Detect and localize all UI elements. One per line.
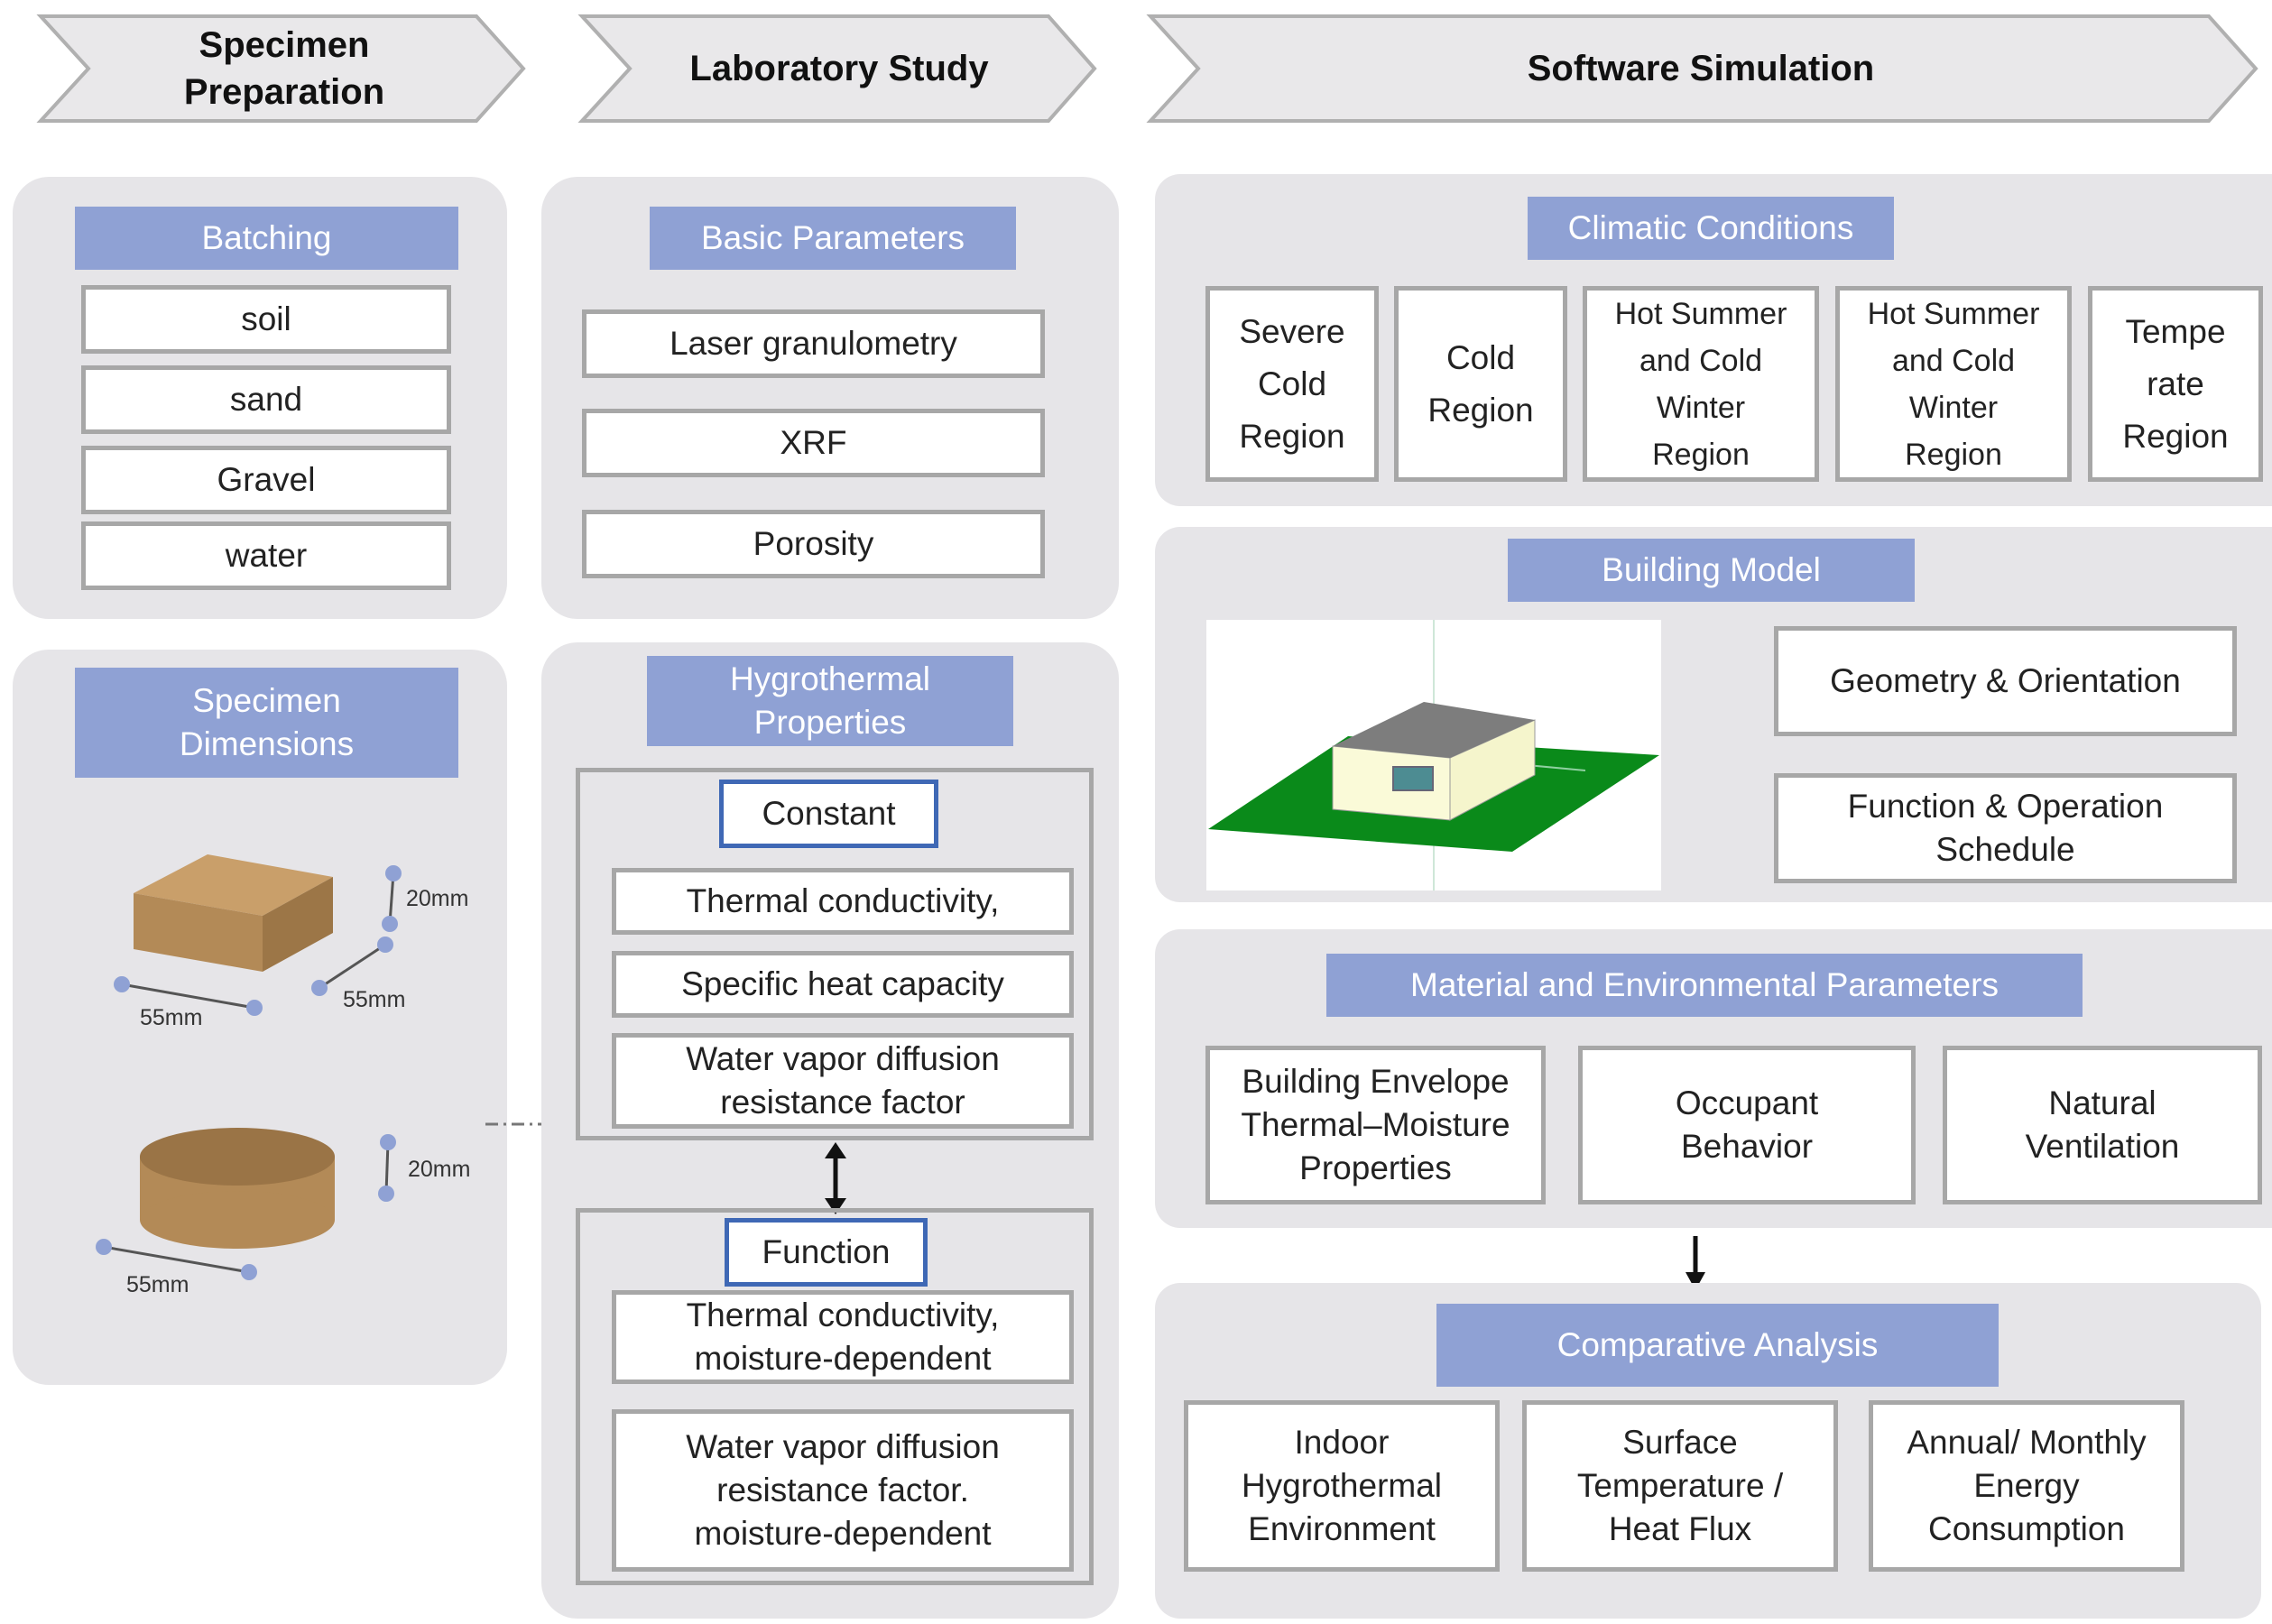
cylinder-height-dimension (378, 1134, 396, 1202)
block-width-dimension (311, 937, 393, 996)
building-window (1392, 766, 1434, 791)
climatic-temperate: Tempe rate Region (2088, 286, 2263, 482)
batching-item-water: water (81, 521, 451, 590)
specimen-illustrations (96, 854, 402, 1280)
block-height-dimension (382, 865, 402, 932)
batching-item-gravel: Gravel (81, 446, 451, 514)
chevron-preparation (36, 14, 526, 123)
stage-preparation-label: Specimen Preparation (183, 25, 385, 112)
function-frame (576, 1208, 1094, 1585)
comparative-indoor-hygrothermal: Indoor Hygrothermal Environment (1184, 1400, 1500, 1572)
block-length-label: 55mm (140, 1005, 203, 1030)
building-function-operation: Function & Operation Schedule (1774, 773, 2237, 883)
batching-item-soil: soil (81, 285, 451, 354)
function-label: Function (725, 1218, 928, 1287)
hygrothermal-header: Hygrothermal Properties (647, 656, 1013, 746)
constant-frame (576, 768, 1094, 1140)
comparative-energy-consumption: Annual/ Monthly Energy Consumption (1869, 1400, 2184, 1572)
function-item-vapor-diffusion: Water vapor diffusion resistance factor.… (612, 1409, 1074, 1572)
stage-chevrons (36, 14, 2258, 123)
building-roof (1333, 702, 1535, 758)
cylinder-diameter-dimension (96, 1239, 257, 1280)
block-width-label: 55mm (343, 987, 406, 1012)
climatic-hscw-2: Hot Summer and Cold Winter Region (1835, 286, 2072, 482)
material-natural-ventilation: Natural Ventilation (1943, 1046, 2262, 1204)
material-env-header: Material and Environmental Parameters (1326, 954, 2083, 1017)
building-model-image (1206, 620, 1661, 890)
climatic-cold: Cold Region (1394, 286, 1567, 482)
chevron-laboratory (577, 14, 1097, 123)
constant-item-vapor-diffusion: Water vapor diffusion resistance factor (612, 1033, 1074, 1129)
constant-item-thermal-conductivity: Thermal conductivity, (612, 868, 1074, 935)
climatic-severe-cold: Severe Cold Region (1205, 286, 1379, 482)
building-model-header: Building Model (1508, 539, 1915, 602)
stage-laboratory-label: Laboratory Study (689, 49, 989, 88)
constant-item-specific-heat: Specific heat capacity (612, 951, 1074, 1018)
block-height-label: 20mm (406, 886, 469, 911)
building-geometry-orientation: Geometry & Orientation (1774, 626, 2237, 736)
block-length-dimension (114, 976, 263, 1016)
batching-header: Batching (75, 207, 458, 270)
cylinder-height-label: 20mm (408, 1157, 471, 1182)
comparative-header: Comparative Analysis (1436, 1304, 1999, 1387)
dimensions-header: Specimen Dimensions (75, 668, 458, 778)
material-to-comparative-arrow (1686, 1236, 1705, 1290)
function-item-thermal-conductivity: Thermal conductivity, moisture-dependent (612, 1290, 1074, 1384)
cylinder-diameter-label: 55mm (126, 1272, 189, 1297)
basic-parameters-header: Basic Parameters (650, 207, 1016, 270)
basic-item-xrf: XRF (582, 409, 1045, 477)
stage-simulation-label: Software Simulation (1527, 49, 1875, 88)
climatic-hscw-1: Hot Summer and Cold Winter Region (1583, 286, 1819, 482)
block-specimen (134, 854, 333, 972)
cylinder-specimen (140, 1128, 335, 1249)
constant-label: Constant (719, 780, 938, 848)
batching-item-sand: sand (81, 365, 451, 434)
comparative-surface-temperature: Surface Temperature / Heat Flux (1522, 1400, 1838, 1572)
climatic-header: Climatic Conditions (1528, 197, 1894, 260)
material-envelope-properties: Building Envelope Thermal–Moisture Prope… (1205, 1046, 1546, 1204)
constant-function-double-arrow (825, 1142, 846, 1214)
chevron-simulation (1146, 14, 2258, 123)
basic-item-porosity: Porosity (582, 510, 1045, 578)
basic-item-laser-granulometry: Laser granulometry (582, 309, 1045, 378)
material-occupant-behavior: Occupant Behavior (1578, 1046, 1916, 1204)
